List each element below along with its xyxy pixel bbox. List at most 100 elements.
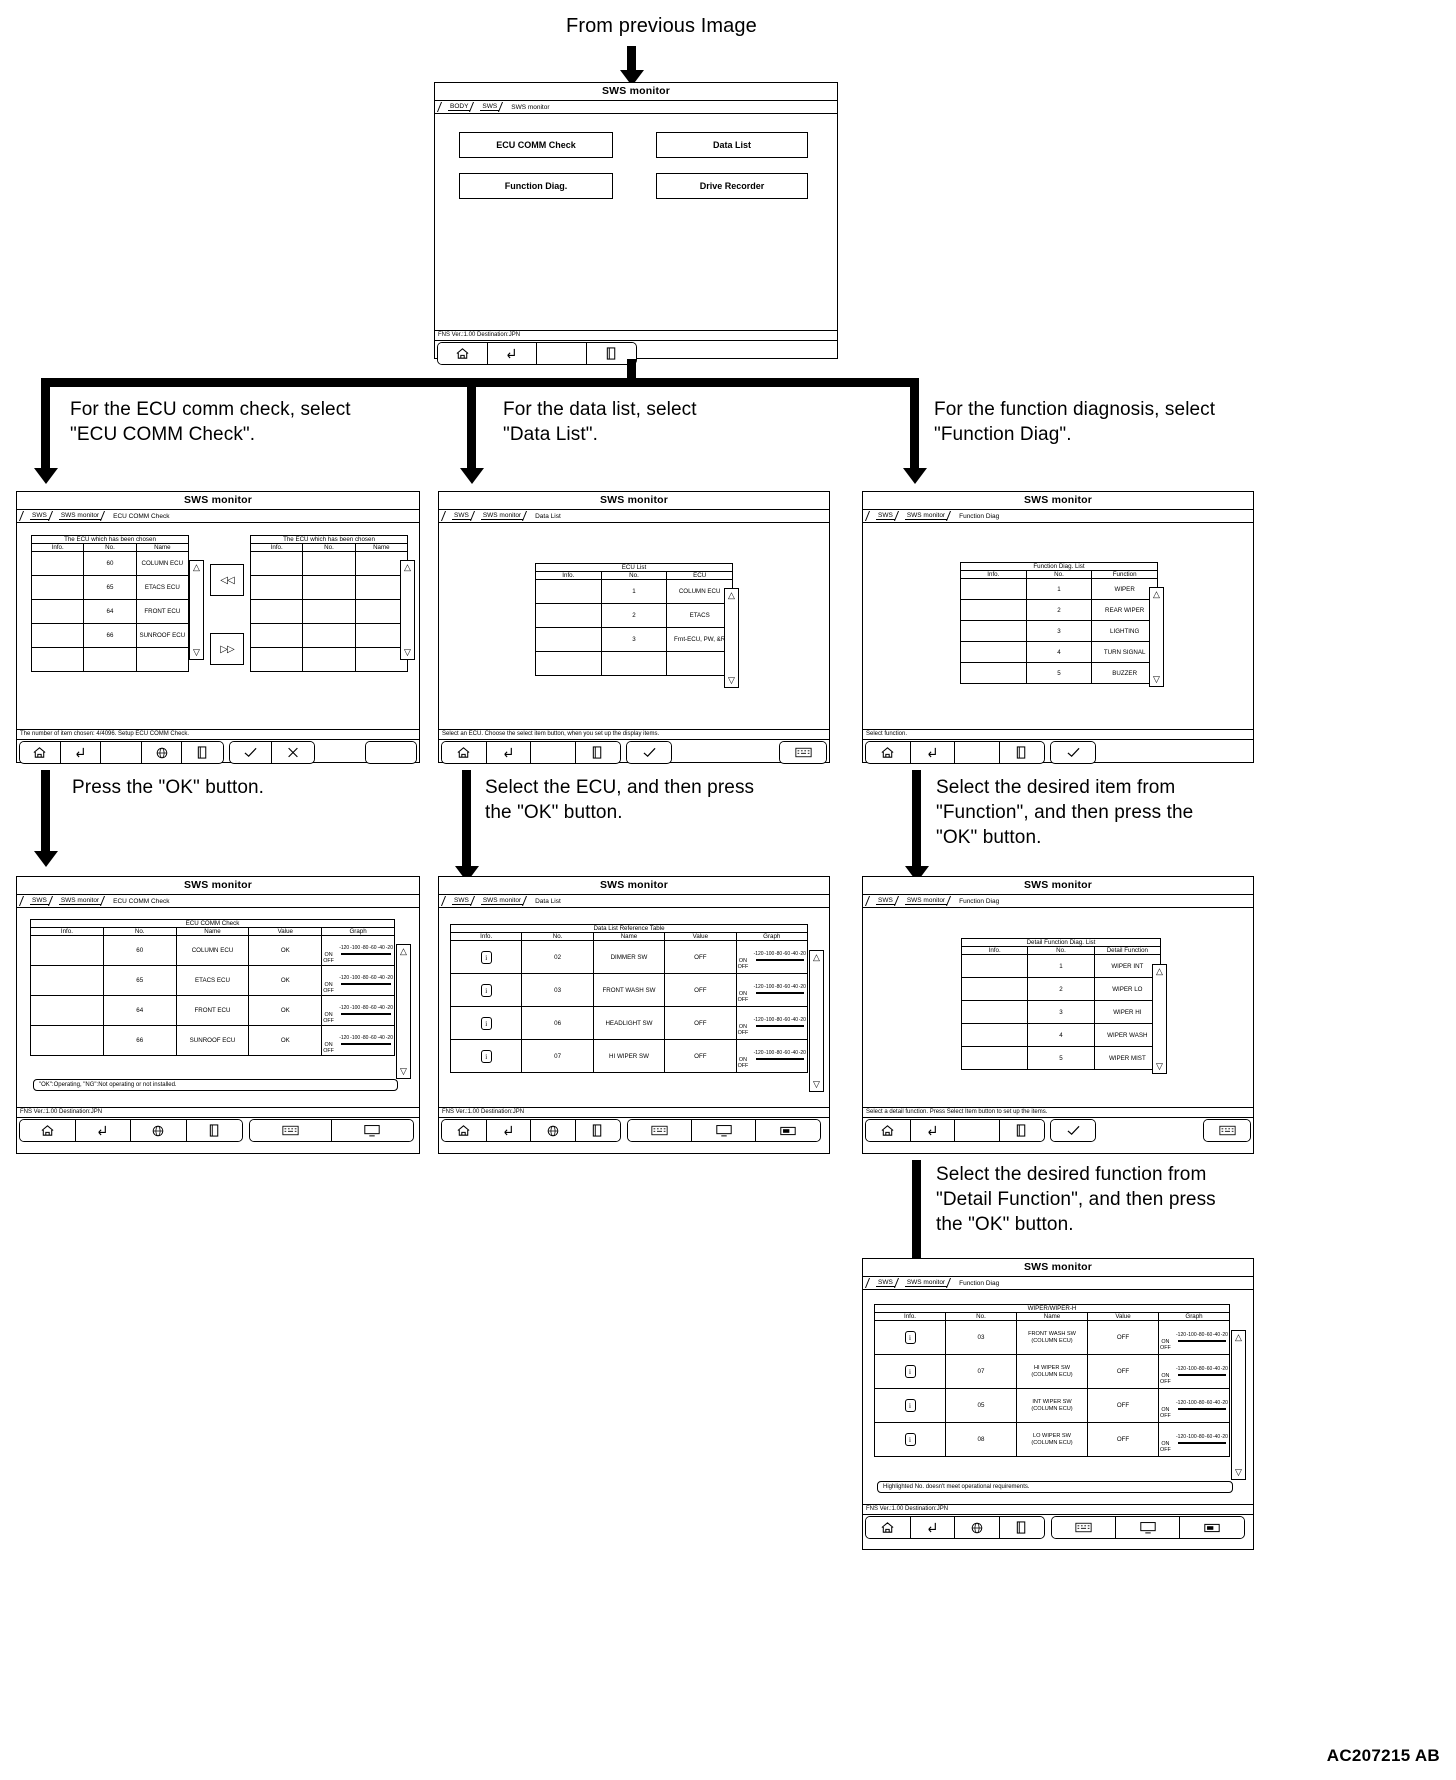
breadcrumb-item-ecu-comm-check[interactable]: ECU COMM Check bbox=[100, 896, 171, 906]
breadcrumb-item-body[interactable]: BODY bbox=[436, 102, 471, 112]
scrollbar-detail-list[interactable]: △ ▽ bbox=[1152, 964, 1167, 1074]
breadcrumb-item-sws-monitor[interactable]: SWS monitor bbox=[47, 511, 102, 521]
page-icon[interactable] bbox=[999, 1517, 1044, 1538]
cancel-x-icon[interactable] bbox=[272, 742, 314, 763]
breadcrumb-item-sws[interactable]: SWS bbox=[864, 511, 895, 521]
info-icon[interactable]: i bbox=[480, 950, 492, 964]
breadcrumb-item-function-diag[interactable]: Function Diag bbox=[946, 1278, 1001, 1288]
breadcrumb-item-ecu-comm-check[interactable]: ECU COMM Check bbox=[100, 511, 171, 521]
menu-button-function-diag[interactable]: Function Diag. bbox=[459, 173, 613, 199]
menu-button-ecu-comm-check[interactable]: ECU COMM Check bbox=[459, 132, 613, 158]
monitor-icon[interactable] bbox=[331, 1120, 413, 1141]
breadcrumb-item-sws-monitor[interactable]: SWS monitor bbox=[893, 1278, 948, 1288]
scroll-down-icon[interactable]: ▽ bbox=[404, 647, 411, 657]
home-icon[interactable] bbox=[442, 742, 487, 763]
breadcrumb-item-sws[interactable]: SWS bbox=[864, 896, 895, 906]
toolbar-empty-2[interactable] bbox=[366, 742, 416, 763]
keyboard-icon[interactable] bbox=[250, 1120, 332, 1141]
scroll-up-icon[interactable]: △ bbox=[193, 562, 200, 572]
home-icon[interactable] bbox=[866, 742, 911, 763]
table-row[interactable] bbox=[249, 575, 409, 600]
data-list-reference-table[interactable]: Data List Reference Table Info. No. Name… bbox=[449, 924, 809, 1073]
info-icon[interactable]: i bbox=[480, 1016, 492, 1030]
scroll-down-icon[interactable]: ▽ bbox=[813, 1079, 820, 1089]
globe-icon[interactable] bbox=[955, 1517, 1000, 1538]
breadcrumb-item-sws-monitor[interactable]: SWS monitor bbox=[893, 511, 948, 521]
page-icon[interactable] bbox=[575, 742, 620, 763]
wiper-result-table[interactable]: WIPER/WIPER-H Info. No. Name Value Graph… bbox=[874, 1304, 1230, 1457]
breadcrumb-item-sws-monitor[interactable]: SWS monitor bbox=[47, 896, 102, 906]
scrollbar-left-table[interactable]: △ ▽ bbox=[189, 560, 204, 660]
monitor-icon[interactable] bbox=[692, 1120, 756, 1141]
page-icon[interactable] bbox=[999, 1120, 1044, 1141]
page-icon[interactable] bbox=[186, 1120, 242, 1141]
info-icon[interactable]: i bbox=[904, 1331, 916, 1344]
info-icon[interactable]: i bbox=[904, 1433, 916, 1446]
record-icon[interactable] bbox=[756, 1120, 820, 1141]
scroll-up-icon[interactable]: △ bbox=[400, 946, 407, 956]
info-icon[interactable]: i bbox=[480, 1049, 492, 1063]
back-arrow-icon[interactable] bbox=[60, 742, 102, 763]
scrollbar-ecu-list[interactable]: △ ▽ bbox=[724, 588, 739, 688]
scroll-down-icon[interactable]: ▽ bbox=[1153, 674, 1160, 684]
detail-function-list-table[interactable]: Detail Function Diag. List Info. No. Det… bbox=[960, 938, 1162, 1070]
breadcrumb-item-data-list[interactable]: Data List bbox=[522, 896, 563, 906]
back-arrow-icon[interactable] bbox=[487, 343, 537, 364]
info-icon[interactable]: i bbox=[480, 983, 492, 997]
table-row[interactable] bbox=[249, 623, 409, 648]
breadcrumb-item-sws[interactable]: SWS bbox=[18, 896, 49, 906]
keyboard-icon[interactable] bbox=[1052, 1517, 1116, 1538]
breadcrumb-item-sws-monitor[interactable]: SWS monitor bbox=[469, 896, 524, 906]
ok-check-icon[interactable] bbox=[627, 742, 671, 763]
globe-icon[interactable] bbox=[141, 742, 183, 763]
breadcrumb-item-sws[interactable]: SWS bbox=[440, 511, 471, 521]
breadcrumb-item-function-diag[interactable]: Function Diag bbox=[946, 511, 1001, 521]
breadcrumb-item-sws[interactable]: SWS bbox=[440, 896, 471, 906]
home-icon[interactable] bbox=[866, 1120, 911, 1141]
table-row[interactable] bbox=[249, 551, 409, 576]
ok-check-icon[interactable] bbox=[1051, 1120, 1095, 1141]
toolbar-empty-1[interactable] bbox=[537, 343, 587, 364]
home-icon[interactable] bbox=[866, 1517, 911, 1538]
toolbar-empty-1[interactable] bbox=[531, 742, 576, 763]
keyboard-icon[interactable] bbox=[628, 1120, 692, 1141]
info-icon[interactable]: i bbox=[904, 1365, 916, 1378]
home-icon[interactable] bbox=[20, 742, 61, 763]
function-diag-list-table[interactable]: Function Diag. List Info. No. Function 1… bbox=[960, 562, 1158, 684]
scrollbar-function-list[interactable]: △ ▽ bbox=[1149, 587, 1164, 687]
scroll-up-icon[interactable]: △ bbox=[728, 590, 735, 600]
toolbar-empty-1[interactable] bbox=[101, 742, 142, 763]
table-row[interactable] bbox=[249, 599, 409, 624]
scroll-up-icon[interactable]: △ bbox=[1156, 966, 1163, 976]
monitor-icon[interactable] bbox=[1116, 1517, 1180, 1538]
back-arrow-icon[interactable] bbox=[910, 742, 955, 763]
table-row[interactable] bbox=[535, 651, 733, 676]
page-icon[interactable] bbox=[999, 742, 1044, 763]
breadcrumb-item-sws-monitor[interactable]: SWS monitor bbox=[469, 511, 524, 521]
back-arrow-icon[interactable] bbox=[486, 742, 531, 763]
menu-button-data-list[interactable]: Data List bbox=[656, 132, 808, 158]
home-icon[interactable] bbox=[20, 1120, 76, 1141]
record-icon[interactable] bbox=[1180, 1517, 1244, 1538]
scroll-down-icon[interactable]: ▽ bbox=[1156, 1061, 1163, 1071]
breadcrumb-item-sws[interactable]: SWS bbox=[864, 1278, 895, 1288]
page-icon[interactable] bbox=[575, 1120, 620, 1141]
keyboard-icon[interactable] bbox=[1204, 1120, 1250, 1141]
